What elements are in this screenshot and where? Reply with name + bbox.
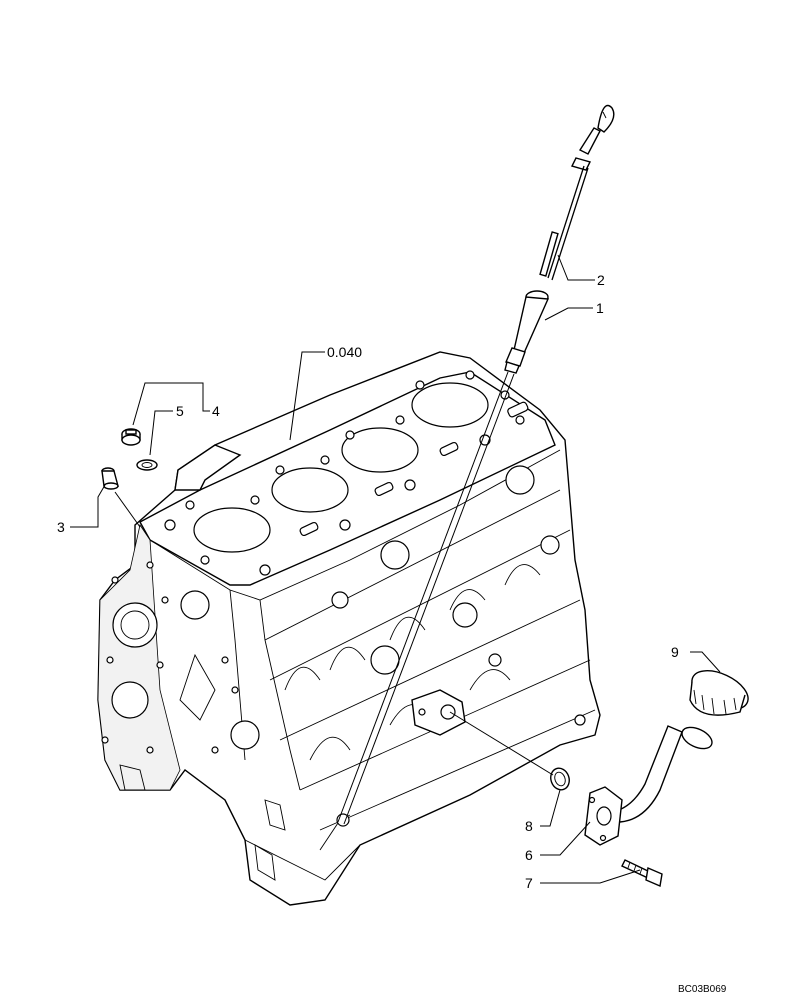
- callout-1: 1: [596, 300, 604, 316]
- alignment-line: [449, 711, 554, 776]
- callout-block-ref: 0.040: [327, 344, 362, 360]
- callout-7: 7: [525, 875, 533, 891]
- leader-7: [540, 869, 641, 884]
- bolt-part-7: [621, 859, 663, 887]
- leader-3-bottom: [114, 491, 141, 528]
- leader-2: [557, 254, 595, 281]
- callout-2: 2: [597, 272, 605, 288]
- leader-4: [132, 382, 210, 426]
- leader-5: [149, 410, 173, 456]
- oil-filler-neck-part-6: [584, 725, 713, 846]
- leader-block: [289, 351, 325, 441]
- leader-8: [540, 789, 561, 827]
- drawing-code: BC03B069: [678, 984, 727, 995]
- leader-lines: [70, 254, 721, 884]
- callout-4: 4: [212, 403, 220, 419]
- dipstick-tube-part-1: [337, 290, 550, 825]
- dowel-part-3: [101, 467, 119, 490]
- leader-1: [544, 307, 593, 321]
- callout-5: 5: [176, 403, 184, 419]
- washer-part-5: [136, 459, 158, 471]
- plug-part-4: [121, 428, 141, 446]
- leader-9: [690, 651, 721, 673]
- o-ring-part-8: [550, 767, 570, 791]
- engine-block: [97, 351, 601, 906]
- callout-labels: 2 1 0.040 4 5 3 9 8 6 7 BC03B069: [57, 272, 727, 995]
- leader-3-top: [70, 484, 106, 528]
- callout-8: 8: [525, 818, 533, 834]
- callout-6: 6: [525, 847, 533, 863]
- leader-6: [540, 821, 591, 856]
- callout-3: 3: [57, 519, 65, 535]
- oil-filler-cap-part-9: [689, 670, 749, 716]
- callout-9: 9: [671, 644, 679, 660]
- dipstick-part-2: [539, 104, 615, 281]
